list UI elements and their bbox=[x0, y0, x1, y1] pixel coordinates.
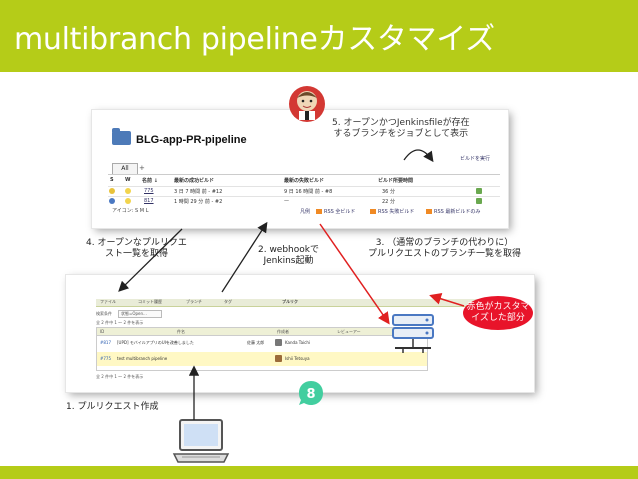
result-count-bottom: 全 2 件中 1 ～ 2 件を表示 bbox=[96, 374, 144, 379]
last-success: 1 時間 29 分 前 - #2 bbox=[174, 199, 223, 205]
step2-label: 2. webhookで Jenkins起動 bbox=[258, 245, 319, 267]
column-header: ID bbox=[100, 329, 105, 334]
label-line: 3. （通常のブランチの代わりに） bbox=[375, 238, 514, 248]
rss-latest-label: RSS 最新ビルドのみ bbox=[434, 209, 481, 215]
column-header: W bbox=[125, 177, 131, 183]
table-row[interactable]: #817 [UPD] モバイルアプリのUIを改善しました 佐藤 太郎 Kanda… bbox=[97, 336, 427, 350]
status-yellow-icon bbox=[109, 188, 115, 194]
status-blue-icon bbox=[109, 198, 115, 204]
last-success: 3 日 7 時間 前 - #12 bbox=[174, 189, 223, 195]
last-failure: — bbox=[284, 198, 289, 204]
column-header: 作成者 bbox=[277, 329, 289, 334]
pr-subject[interactable]: test multibranch pipeline bbox=[117, 356, 168, 361]
laptop-icon bbox=[172, 419, 230, 463]
folder-icon bbox=[112, 128, 131, 145]
arrow-callout bbox=[429, 292, 465, 307]
tab-all[interactable]: All bbox=[112, 163, 138, 174]
arrow-step5-curve bbox=[403, 149, 434, 163]
schedule-build-icon[interactable] bbox=[476, 188, 482, 194]
label-line: 5. オープンかつJenkinsfileが存在 bbox=[332, 118, 470, 128]
avatar bbox=[275, 355, 282, 362]
rss-latest-link[interactable]: RSS 最新ビルドのみ bbox=[426, 208, 480, 215]
pr-reviewer: Kanda Taichi bbox=[285, 340, 310, 345]
jenkins-screenshot bbox=[92, 110, 508, 228]
backlog-logo-icon: 8 bbox=[299, 381, 323, 405]
column-header: ビルド所要時間 bbox=[378, 178, 414, 184]
step4-label: 4. オープンなプルリクエ スト一覧を取得 bbox=[86, 238, 187, 260]
column-header: 最新の成功ビルド bbox=[174, 178, 215, 184]
pr-subject[interactable]: [UPD] モバイルアプリのUIを改善しました bbox=[117, 340, 194, 345]
column-header: 件名 bbox=[177, 329, 185, 334]
last-failure: 9 日 16 時間 前 - #8 bbox=[284, 189, 333, 195]
duration: 22 分 bbox=[382, 199, 395, 205]
pull-request-table-header: ID 件名 作成者 レビューアー bbox=[97, 328, 427, 336]
avatar bbox=[275, 339, 282, 346]
job-table-header: S W 名前 ↓ 最新の成功ビルド 最新の失敗ビルド ビルド所要時間 bbox=[108, 176, 500, 185]
rss-all-link[interactable]: RSS 全ビルド bbox=[316, 208, 355, 215]
table-row: 817 1 時間 29 分 前 - #2 — 22 分 bbox=[108, 196, 500, 206]
arrow-step2 bbox=[221, 221, 268, 293]
label-line: Jenkins起動 bbox=[263, 256, 314, 266]
table-row: 775 3 日 7 時間 前 - #12 9 日 16 時間 前 - #8 36… bbox=[108, 186, 500, 196]
tab-files[interactable]: ファイル bbox=[100, 299, 116, 304]
filter-label: 検索条件 bbox=[96, 311, 112, 316]
weather-sun-icon bbox=[125, 198, 131, 204]
duration: 36 分 bbox=[382, 189, 395, 195]
label-line: プルリクエストのブランチ一覧を取得 bbox=[368, 249, 522, 259]
server-icon bbox=[392, 314, 434, 353]
step5-label: 5. オープンかつJenkinsfileが存在 するブランチをジョブとして表示 bbox=[332, 118, 470, 140]
label-line: 4. オープンなプルリクエ bbox=[86, 238, 187, 248]
label-line: するブランチをジョブとして表示 bbox=[333, 129, 469, 139]
rss-failed-label: RSS 失敗ビルド bbox=[378, 209, 415, 215]
schedule-build-icon[interactable] bbox=[476, 198, 482, 204]
filter-select[interactable]: 状態=Open... bbox=[118, 310, 162, 318]
tab-pull-requests[interactable]: プルリク bbox=[282, 299, 298, 304]
job-table: S W 名前 ↓ 最新の成功ビルド 最新の失敗ビルド ビルド所要時間 775 3… bbox=[108, 174, 500, 205]
svg-text:8: 8 bbox=[306, 387, 315, 402]
rss-all-label: RSS 全ビルド bbox=[324, 209, 356, 215]
label-line: 2. webhookで bbox=[258, 245, 319, 255]
project-title: BLG-app-PR-pipeline bbox=[136, 134, 247, 146]
repo-tabs: ファイル コミット履歴 ブランチ タグ プルリク bbox=[96, 299, 500, 307]
tab-tags[interactable]: タグ bbox=[224, 299, 232, 304]
callout-line: イズした部分 bbox=[471, 313, 525, 323]
label-line: スト一覧を取得 bbox=[104, 249, 168, 259]
column-header: 最新の失敗ビルド bbox=[284, 178, 325, 184]
callout-line: 赤色がカスタマ bbox=[466, 302, 530, 312]
pr-id[interactable]: #775 bbox=[100, 356, 111, 361]
tab-branches[interactable]: ブランチ bbox=[186, 299, 202, 304]
step1-label: 1. プルリクエスト作成 bbox=[66, 402, 159, 412]
rss-failed-link[interactable]: RSS 失敗ビルド bbox=[370, 208, 414, 215]
footer-bar bbox=[0, 466, 638, 479]
weather-sun-icon bbox=[125, 188, 131, 194]
title-bar bbox=[0, 0, 638, 72]
pull-request-table: ID 件名 作成者 レビューアー #817 [UPD] モバイルアプリのUIを改… bbox=[96, 327, 428, 371]
pr-id[interactable]: #817 bbox=[100, 340, 111, 345]
pr-author: 佐藤 太郎 bbox=[247, 340, 265, 345]
step3-label: 3. （通常のブランチの代わりに） プルリクエストのブランチ一覧を取得 bbox=[368, 238, 521, 260]
jenkins-butler-icon bbox=[289, 86, 325, 122]
job-name-link[interactable]: 817 bbox=[144, 198, 154, 204]
slide-title: multibranch pipelineカスタマイズ bbox=[14, 22, 495, 57]
arrow-step4 bbox=[118, 228, 183, 292]
icon-size-legend[interactable]: アイコン: S M L bbox=[112, 208, 149, 214]
customization-callout: 赤色がカスタマ イズした部分 bbox=[463, 296, 533, 330]
tab-commits[interactable]: コミット履歴 bbox=[138, 299, 162, 304]
job-name-link[interactable]: 775 bbox=[144, 188, 154, 194]
legend-link[interactable]: 凡例 bbox=[300, 209, 311, 215]
pr-reviewer: Ishii Tetsuya bbox=[285, 356, 310, 361]
tab-add[interactable]: + bbox=[139, 164, 145, 172]
build-link[interactable]: ビルドを実行 bbox=[460, 156, 491, 162]
column-header: S bbox=[110, 177, 114, 183]
column-header: 名前 ↓ bbox=[142, 178, 158, 184]
column-header: レビューアー bbox=[337, 329, 361, 334]
table-row[interactable]: #775 test multibranch pipeline Ishii Tet… bbox=[97, 352, 427, 366]
arrow-step3 bbox=[319, 223, 390, 325]
result-count: 全 2 件中 1 ～ 2 件を表示 bbox=[96, 320, 144, 325]
